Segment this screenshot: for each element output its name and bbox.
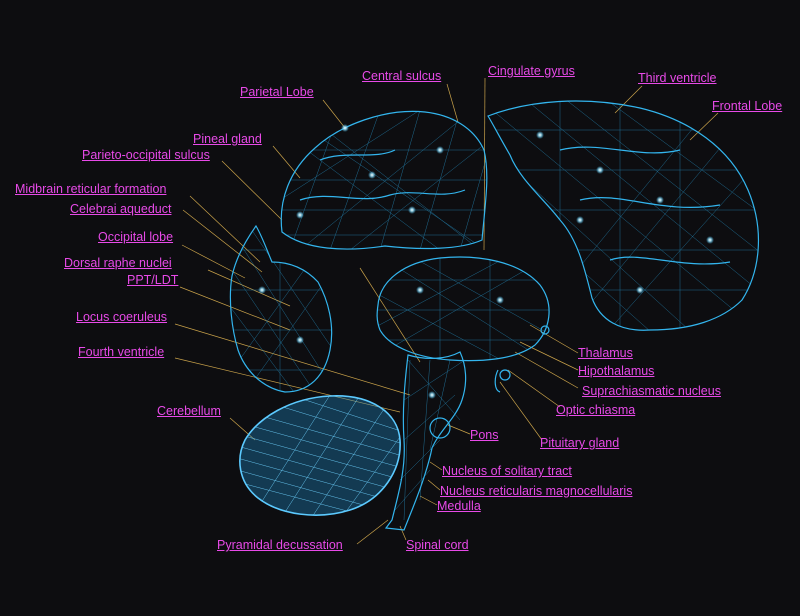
label-parietal-lobe: Parietal Lobe bbox=[240, 85, 314, 99]
frontal-lobe-shape bbox=[487, 100, 759, 331]
cerebellum-shape bbox=[239, 395, 401, 516]
label-occipital-lobe: Occipital lobe bbox=[98, 230, 174, 244]
label-third-ventricle: Third ventricle bbox=[638, 71, 717, 85]
label-midbrain-reticular-formation: Midbrain reticular formation bbox=[15, 182, 167, 196]
glow-nodes bbox=[258, 124, 714, 399]
label-dorsal-raphe-nuclei: Dorsal raphe nuclei bbox=[64, 256, 172, 270]
brainstem-shape bbox=[384, 351, 511, 531]
label-pituitary-gland: Pituitary gland bbox=[540, 436, 620, 450]
label-locus-coeruleus: Locus coeruleus bbox=[76, 310, 168, 324]
label-nucleus-of-solitary-tract: Nucleus of solitary tract bbox=[442, 464, 572, 478]
label-spinal-cord: Spinal cord bbox=[406, 538, 469, 552]
label-pons: Pons bbox=[470, 428, 499, 442]
label-nucleus-reticularis-magnocellularis: Nucleus reticularis magnocellularis bbox=[440, 484, 633, 498]
label-thalamus: Thalamus bbox=[578, 346, 633, 360]
label-frontal-lobe: Frontal Lobe bbox=[712, 99, 783, 113]
label-parieto-occipital-sulcus: Parieto-occipital sulcus bbox=[82, 148, 210, 162]
label-celebrai-aqueduct: Celebrai aqueduct bbox=[70, 202, 172, 216]
label-suprachiasmatic-nucleus: Suprachiasmatic nucleus bbox=[582, 384, 721, 398]
thalamus-shape bbox=[376, 256, 550, 362]
label-optic-chiasma: Optic chiasma bbox=[556, 403, 636, 417]
label-cingulate-gyrus: Cingulate gyrus bbox=[488, 64, 575, 78]
label-medulla: Medulla bbox=[437, 499, 481, 513]
label-fourth-ventricle: Fourth ventricle bbox=[78, 345, 165, 359]
label-pyramidal-decussation: Pyramidal decussation bbox=[217, 538, 343, 552]
parietal-lobe-shape bbox=[280, 110, 488, 250]
label-ppt-ldt: PPT/LDT bbox=[127, 273, 179, 287]
label-hipothalamus: Hipothalamus bbox=[578, 364, 655, 378]
label-central-sulcus: Central sulcus bbox=[362, 69, 442, 83]
label-pineal-gland: Pineal gland bbox=[193, 132, 262, 146]
label-cerebellum: Cerebellum bbox=[157, 404, 221, 418]
